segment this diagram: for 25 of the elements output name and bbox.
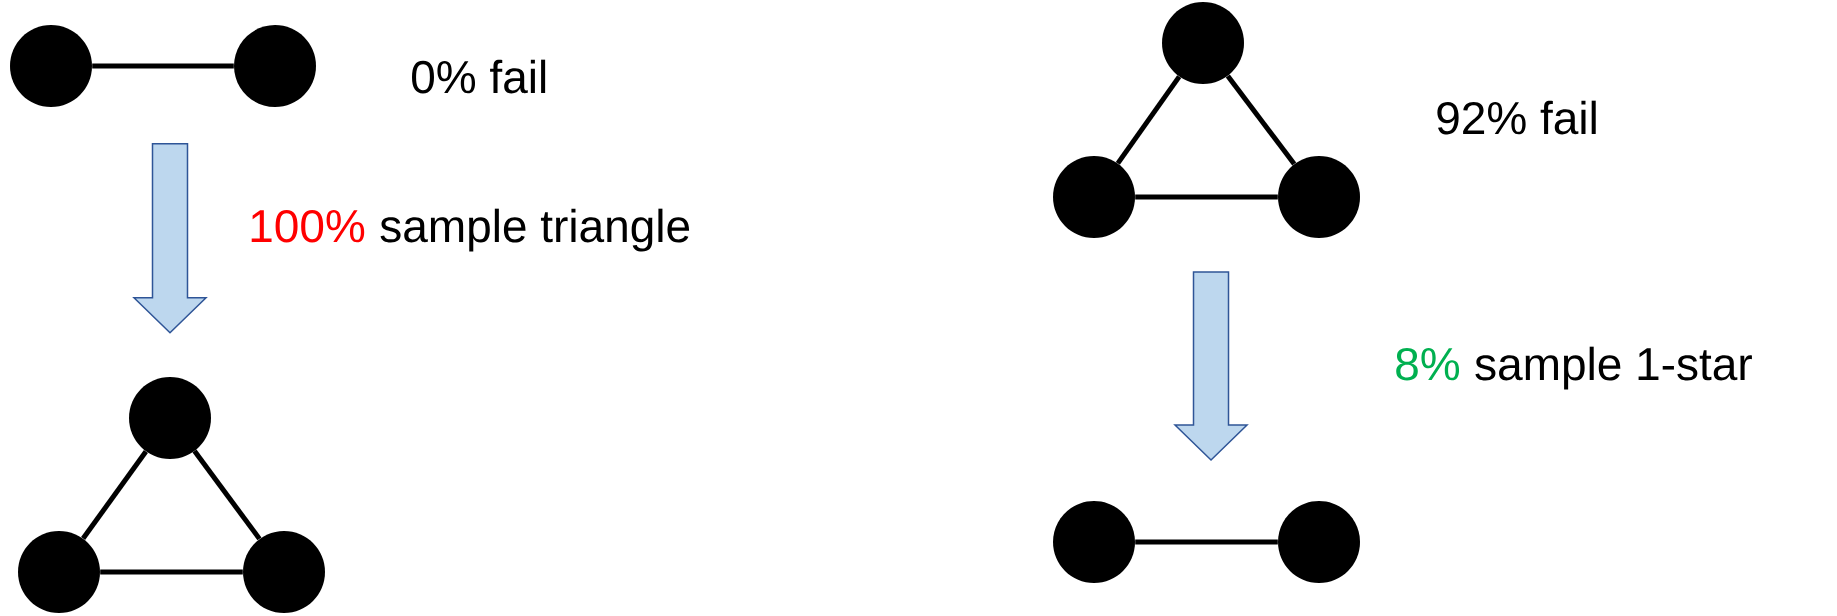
percentage-label: 8% bbox=[1396, 347, 1460, 381]
graph-vertex bbox=[234, 25, 316, 107]
caption-text: 0% fail bbox=[412, 59, 546, 94]
graph-vertex bbox=[243, 531, 325, 613]
block-arrow bbox=[132, 143, 208, 334]
graph-edge bbox=[92, 63, 234, 69]
graph-edge bbox=[81, 449, 148, 541]
graph-edge bbox=[100, 569, 243, 575]
graph-vertex bbox=[1278, 501, 1360, 583]
graph-vertex bbox=[1053, 501, 1135, 583]
caption-text: sample triangle bbox=[380, 208, 690, 252]
caption-text: sample 1-star bbox=[1475, 346, 1752, 390]
percentage-label: 100% bbox=[251, 209, 365, 243]
graph-edge bbox=[1135, 539, 1278, 545]
graph-vertex bbox=[1278, 156, 1360, 238]
graph-vertex bbox=[1053, 156, 1135, 238]
graph-vertex bbox=[1162, 2, 1244, 84]
graph-edge bbox=[1135, 194, 1278, 200]
graph-edge bbox=[1225, 74, 1297, 166]
graph-vertex bbox=[18, 531, 100, 613]
graph-vertex bbox=[129, 377, 211, 459]
graph-vertex bbox=[10, 25, 92, 107]
caption-text: 92% fail bbox=[1437, 100, 1596, 135]
graph-edge bbox=[1115, 75, 1182, 165]
graph-edge bbox=[192, 449, 262, 541]
